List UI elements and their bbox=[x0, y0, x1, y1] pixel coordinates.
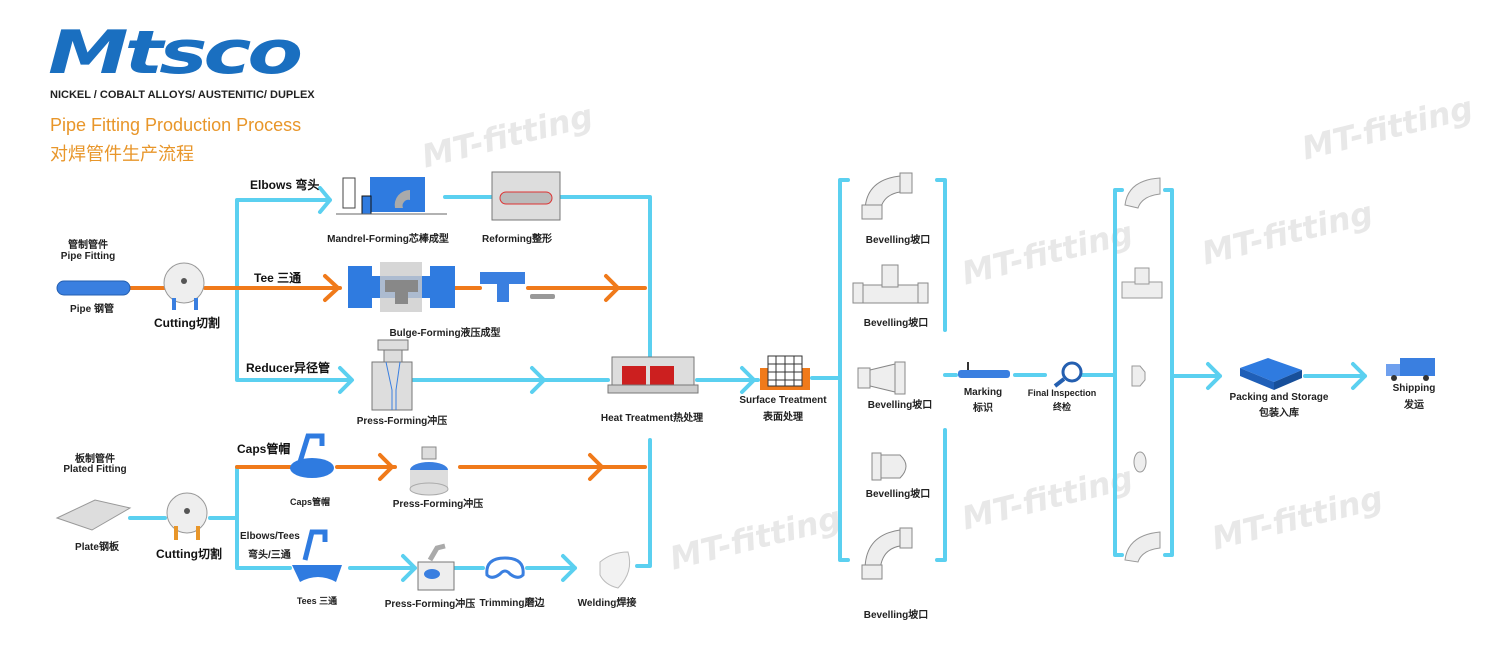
mandrel-forming-icon bbox=[336, 177, 447, 215]
bevelling-label: Bevelling坡口 bbox=[863, 318, 929, 329]
reducer-to-heat-line bbox=[410, 366, 610, 394]
welding-elbow-icon bbox=[599, 551, 631, 589]
to-shipping-line bbox=[1303, 362, 1367, 390]
finished-elbow-icon bbox=[1124, 177, 1161, 209]
finished-elbow-icon bbox=[1124, 531, 1161, 563]
plate-line bbox=[128, 465, 292, 570]
tee-label: Tee 三通 bbox=[254, 271, 302, 285]
pipe-material-label: Pipe 钢管 bbox=[70, 304, 114, 315]
title-chinese: 对焊管件生产流程 bbox=[50, 144, 194, 164]
shipping-truck-icon bbox=[1386, 358, 1435, 381]
shipping-en: Shipping bbox=[1392, 383, 1436, 394]
tee-line bbox=[128, 274, 647, 302]
final-bracket-right bbox=[1163, 188, 1174, 557]
heat-treatment-furnace-icon bbox=[607, 356, 699, 394]
tees-press-forming-label: Press-Forming冲压 bbox=[384, 599, 476, 610]
cutting-saw-icon bbox=[163, 262, 205, 310]
elbows-tees-label: Elbows/Tees bbox=[240, 531, 300, 542]
packing-boxes-icon bbox=[1240, 358, 1302, 390]
surface-treatment-zh: 表面处理 bbox=[763, 412, 803, 423]
bevel-elbow-icon bbox=[861, 527, 913, 580]
logo-tagline: NICKEL / COBALT ALLOYS/ AUSTENITIC/ DUPL… bbox=[50, 89, 315, 101]
tee-fitting-icon bbox=[480, 272, 555, 302]
plated-fitting-zh: 板制管件 bbox=[75, 454, 115, 465]
marking-en: Marking bbox=[963, 387, 1003, 398]
logo: Mtsco bbox=[48, 18, 303, 88]
mandrel-forming-label: Mandrel-Forming芯棒成型 bbox=[327, 234, 449, 245]
surface-treatment-en: Surface Treatment bbox=[739, 395, 827, 406]
welding-label: Welding焊接 bbox=[577, 598, 637, 609]
pipe-fitting-en: Pipe Fitting bbox=[60, 251, 116, 262]
press-forming-reducer-icon bbox=[371, 339, 413, 411]
bevelling-label: Bevelling坡口 bbox=[865, 489, 931, 500]
press-forming-label: Press-Forming冲压 bbox=[356, 416, 448, 427]
shipping-zh: 发运 bbox=[1404, 400, 1424, 411]
bevelling-label: Bevelling坡口 bbox=[863, 610, 929, 621]
elbow-branch-line bbox=[235, 186, 354, 394]
final-inspection-en: Final Inspection bbox=[1027, 388, 1097, 398]
final-inspection-zh: 终检 bbox=[1052, 402, 1072, 412]
pipe-icon bbox=[56, 280, 131, 296]
plated-fitting-en: Plated Fitting bbox=[63, 464, 127, 475]
marking-zh: 标识 bbox=[973, 403, 993, 414]
press-forming-tee-icon bbox=[417, 543, 455, 591]
finished-cap-icon bbox=[1133, 451, 1147, 473]
reforming-label: Reforming整形 bbox=[482, 234, 552, 245]
bevelling-label: Bevelling坡口 bbox=[865, 235, 931, 246]
packing-en: Packing and Storage bbox=[1229, 392, 1329, 403]
cutting-saw-icon bbox=[166, 492, 208, 540]
packing-zh: 包装入库 bbox=[1259, 408, 1299, 419]
to-packing-line bbox=[1170, 362, 1222, 390]
pipe-fitting-zh: 管制管件 bbox=[68, 240, 108, 251]
tees-flow-line bbox=[348, 438, 652, 582]
trimming-label: Trimming磨边 bbox=[479, 598, 545, 609]
bevelling-label: Bevelling坡口 bbox=[867, 400, 933, 411]
caps-press-icon bbox=[290, 433, 334, 478]
cutting-label: Cutting切割 bbox=[156, 547, 222, 561]
finished-reducer-icon bbox=[1131, 365, 1146, 387]
caps-press-forming-label: Press-Forming冲压 bbox=[392, 499, 484, 510]
title-english: Pipe Fitting Production Process bbox=[50, 115, 302, 135]
plate-icon bbox=[55, 499, 132, 531]
bevel-reducer-icon bbox=[857, 361, 906, 395]
bevel-tee-icon bbox=[852, 264, 929, 304]
trimming-icon bbox=[485, 556, 525, 579]
marking-pen-icon bbox=[958, 362, 1010, 378]
reducer-label: Reducer异径管 bbox=[246, 361, 331, 375]
surface-treatment-icon bbox=[760, 355, 810, 390]
reforming-die-icon bbox=[491, 171, 561, 221]
elbows-tees-zh-label: 弯头/三通 bbox=[248, 550, 291, 561]
bulge-forming-icon bbox=[348, 262, 455, 312]
bulge-forming-label: Bulge-Forming液压成型 bbox=[389, 328, 501, 339]
caps-label: Caps管帽 bbox=[237, 442, 291, 456]
tees-plate-press-icon bbox=[292, 529, 342, 582]
cap-forming-icon bbox=[409, 446, 449, 496]
plate-material-label: Plate钢板 bbox=[75, 542, 119, 553]
caps-line bbox=[235, 453, 647, 481]
finished-tee-icon bbox=[1121, 267, 1163, 299]
magnifier-icon bbox=[1053, 361, 1083, 388]
final-bracket-left bbox=[1113, 188, 1124, 557]
bevel-bracket-right bbox=[935, 178, 947, 562]
cutting-label: Cutting切割 bbox=[154, 316, 220, 330]
elbows-label: Elbows 弯头 bbox=[250, 178, 320, 192]
bevel-cap-icon bbox=[871, 452, 907, 481]
heat-treatment-label: Heat Treatment热处理 bbox=[600, 413, 704, 424]
heat-to-surface-line bbox=[695, 366, 760, 394]
bevel-elbow-icon bbox=[861, 172, 913, 220]
tees-icon-label: Tees 三通 bbox=[296, 596, 338, 606]
bevel-bracket-left bbox=[838, 178, 850, 562]
caps-icon-label: Caps管帽 bbox=[289, 497, 331, 507]
